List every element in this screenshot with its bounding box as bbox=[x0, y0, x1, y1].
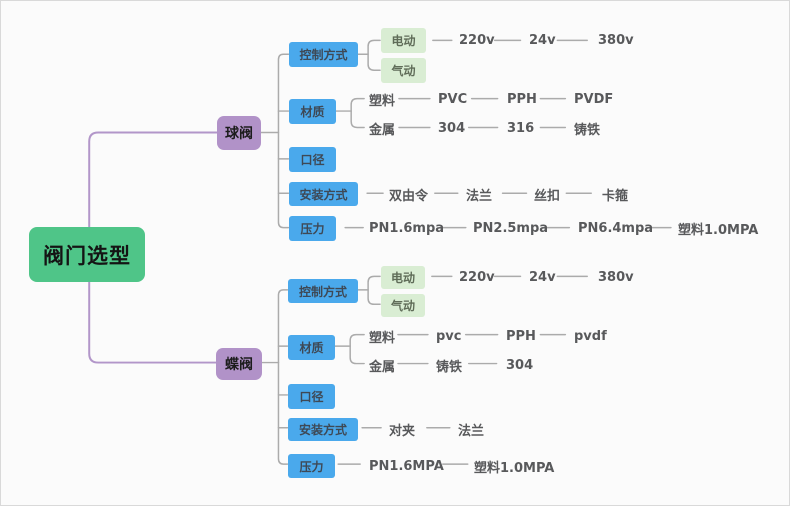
node-ball-pn6-4[interactable]: PN6.4mpa bbox=[578, 221, 654, 236]
node-root[interactable]: 阀门选型 bbox=[29, 227, 145, 282]
node-ball-pneumatic[interactable]: 气动 bbox=[381, 58, 426, 83]
node-bf-plastic[interactable]: 塑料 bbox=[369, 330, 396, 346]
node-bf-wafer[interactable]: 对夹 bbox=[389, 424, 416, 439]
node-ball-380v[interactable]: 380v bbox=[598, 33, 634, 48]
node-ball-24v[interactable]: 24v bbox=[529, 33, 556, 48]
node-bf-cast-iron[interactable]: 铸铁 bbox=[436, 359, 463, 375]
node-ball-clamp[interactable]: 卡箍 bbox=[602, 188, 629, 204]
connector-line bbox=[277, 53, 290, 229]
node-ball-pn1-6[interactable]: PN1.6mpa bbox=[369, 221, 445, 236]
node-ball-flange[interactable]: 法兰 bbox=[466, 188, 493, 204]
node-bf-pneumatic[interactable]: 气动 bbox=[381, 294, 425, 317]
node-bf-220v[interactable]: 220v bbox=[459, 270, 495, 285]
connector-line bbox=[277, 289, 289, 465]
node-bf-24v[interactable]: 24v bbox=[529, 270, 556, 285]
node-ball-pvc[interactable]: PVC bbox=[438, 91, 468, 107]
node-ball-material[interactable]: 材质 bbox=[289, 99, 336, 124]
node-ball-control[interactable]: 控制方式 bbox=[289, 42, 358, 67]
node-bf-380v[interactable]: 380v bbox=[598, 270, 634, 285]
connector-line bbox=[350, 97, 365, 129]
node-bf-pn1-6[interactable]: PN1.6MPA bbox=[369, 458, 444, 474]
node-ball-thread[interactable]: 丝扣 bbox=[534, 188, 561, 204]
node-bf-plastic-1-0[interactable]: 塑料1.0MPA bbox=[474, 460, 555, 476]
node-bf-pressure[interactable]: 压力 bbox=[288, 454, 335, 478]
node-ball-diameter[interactable]: 口径 bbox=[289, 147, 336, 172]
node-ball-cast-iron[interactable]: 铸铁 bbox=[574, 122, 601, 138]
node-butterfly-valve[interactable]: 蝶阀 bbox=[216, 348, 262, 380]
node-ball-plastic-1-0[interactable]: 塑料1.0MPA bbox=[678, 223, 759, 238]
node-bf-pph[interactable]: PPH bbox=[506, 328, 536, 344]
node-ball-pph[interactable]: PPH bbox=[507, 91, 537, 107]
node-ball-pressure[interactable]: 压力 bbox=[289, 216, 336, 241]
node-bf-material[interactable]: 材质 bbox=[288, 335, 335, 360]
node-bf-pvdf[interactable]: pvdf bbox=[574, 328, 607, 344]
node-bf-pvc[interactable]: pvc bbox=[436, 328, 462, 344]
node-bf-304[interactable]: 304 bbox=[506, 357, 534, 373]
connector-line bbox=[367, 275, 381, 306]
node-bf-install[interactable]: 安装方式 bbox=[288, 418, 358, 441]
node-ball-316[interactable]: 316 bbox=[507, 120, 535, 136]
node-bf-metal[interactable]: 金属 bbox=[369, 359, 396, 375]
node-ball-union[interactable]: 双由令 bbox=[389, 188, 429, 204]
connector-line bbox=[367, 39, 381, 71]
node-ball-pvdf[interactable]: PVDF bbox=[574, 91, 614, 107]
connector-line bbox=[349, 333, 365, 365]
node-ball-electric[interactable]: 电动 bbox=[381, 28, 426, 53]
node-bf-electric[interactable]: 电动 bbox=[381, 266, 425, 289]
node-bf-control[interactable]: 控制方式 bbox=[288, 279, 358, 303]
node-ball-220v[interactable]: 220v bbox=[459, 33, 495, 48]
node-ball-304[interactable]: 304 bbox=[438, 120, 466, 136]
node-bf-flange[interactable]: 法兰 bbox=[458, 424, 485, 439]
node-bf-diameter[interactable]: 口径 bbox=[288, 384, 335, 409]
node-ball-valve[interactable]: 球阀 bbox=[217, 116, 261, 150]
node-ball-plastic[interactable]: 塑料 bbox=[369, 93, 396, 109]
node-ball-metal[interactable]: 金属 bbox=[369, 122, 396, 138]
node-ball-install[interactable]: 安装方式 bbox=[289, 182, 358, 206]
node-ball-pn2-5[interactable]: PN2.5mpa bbox=[473, 221, 549, 236]
